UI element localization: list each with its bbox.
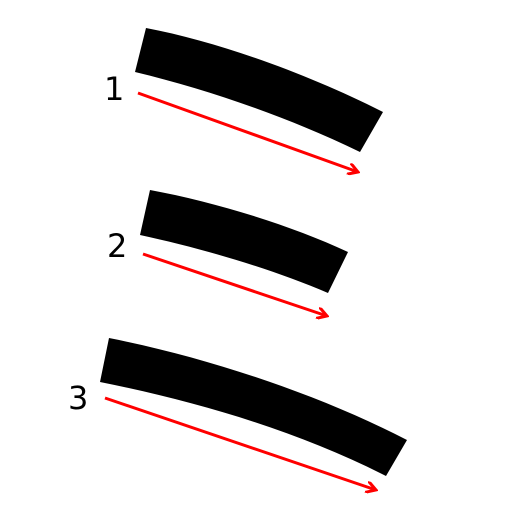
stroke-3: 3 (68, 338, 407, 490)
stroke-2-shape (140, 190, 348, 293)
stroke-2-number: 2 (107, 227, 127, 265)
stroke-3-shape (100, 338, 407, 476)
stroke-3-arrow (104, 396, 376, 490)
stroke-1-number: 1 (104, 70, 124, 108)
stroke-3-number: 3 (68, 379, 88, 417)
stroke-2: 2 (107, 190, 348, 316)
stroke-1: 1 (104, 28, 383, 172)
stroke-1-arrow (137, 91, 358, 172)
stroke-1-shape (135, 28, 383, 152)
stroke-2-arrow (142, 252, 327, 316)
